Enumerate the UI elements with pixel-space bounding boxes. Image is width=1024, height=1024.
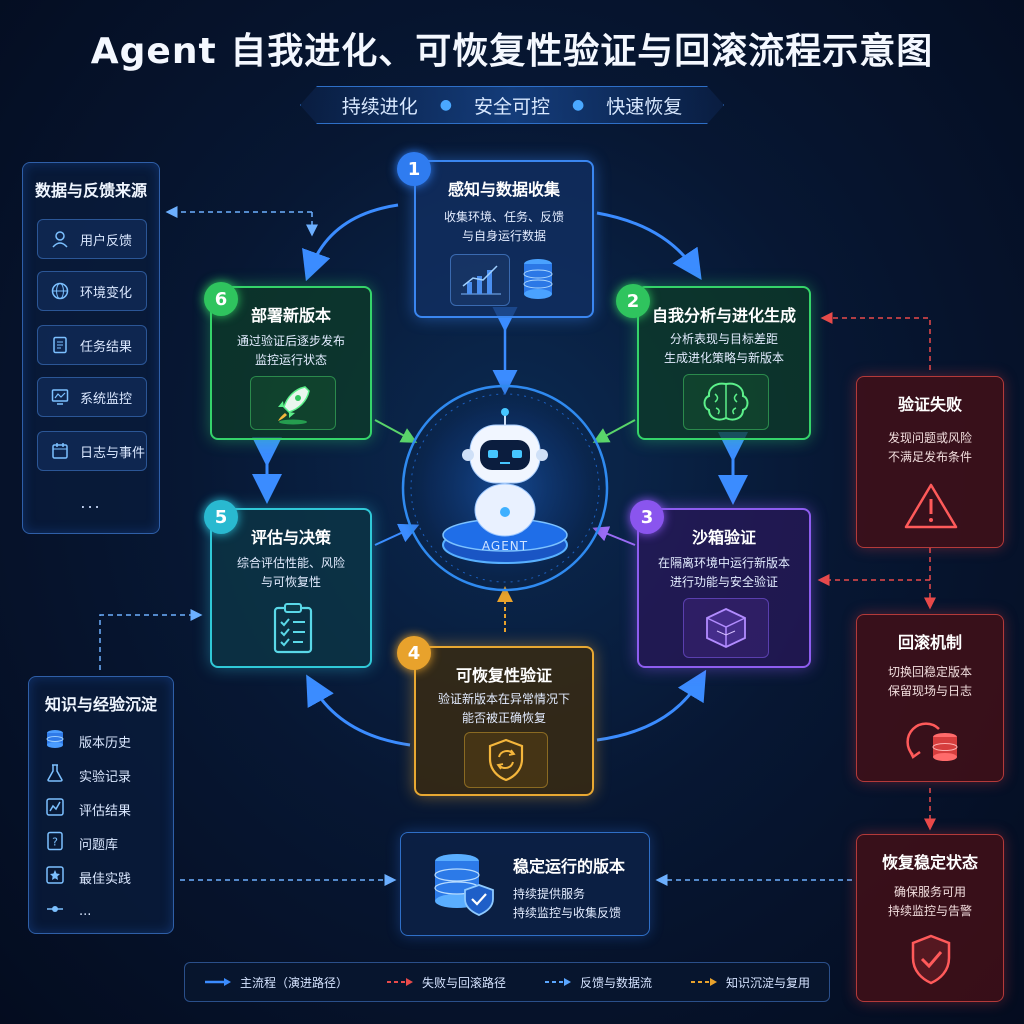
rollback-desc: 切换回稳定版本 保留现场与日志 — [887, 665, 972, 698]
step-1-box: 感知与数据收集 收集环境、任务、反馈 与自身运行数据 — [414, 160, 594, 318]
subtitle-item: 持续进化 — [341, 95, 418, 118]
failure-title: 验证失败 — [897, 395, 962, 414]
legend-item-rollback: 失败与回滚路径 — [386, 974, 506, 991]
knowledge-item-eval-results: 评估结果 — [45, 795, 131, 823]
source-item-logs-events: 日志与事件 — [37, 431, 147, 471]
shield-refresh-icon — [464, 732, 548, 788]
knowledge-panel: 知识与经验沉淀 版本历史 实验记录 评估结果 ? 问题库 最佳实践 ... — [28, 676, 174, 934]
svg-text:?: ? — [52, 836, 58, 849]
step-desc: 综合评估性能、风险 与可恢复性 — [236, 556, 345, 589]
user-icon — [50, 229, 70, 249]
knowledge-item-best-practice: 最佳实践 — [45, 863, 131, 891]
source-item-system-monitor: 系统监控 — [37, 377, 147, 417]
legend-item-main-flow: 主流程（演进路径） — [204, 974, 348, 991]
step-title: 可恢复性验证 — [455, 666, 552, 685]
step-4-badge: 4 — [397, 636, 431, 670]
separator-dot: ● — [572, 97, 585, 113]
globe-icon — [50, 281, 70, 301]
chart-icon — [45, 797, 65, 821]
knowledge-panel-title: 知识与经验沉淀 — [44, 695, 157, 714]
toggle-icon — [45, 899, 65, 923]
sandbox-cube-icon — [683, 598, 769, 658]
legend-item-feedback: 反馈与数据流 — [544, 974, 652, 991]
legend-arrow-icon — [690, 978, 717, 986]
source-item-user-feedback: 用户反馈 — [37, 219, 147, 259]
source-item-task-result: 任务结果 — [37, 325, 147, 365]
legend-arrow-icon — [544, 978, 571, 986]
subtitle-item: 安全可控 — [473, 95, 550, 118]
step-desc: 验证新版本在异常情况下 能否被正确恢复 — [437, 692, 570, 725]
sources-more: ... — [80, 493, 102, 512]
subtitle-bar: 持续进化 ● 安全可控 ● 快速恢复 — [300, 86, 724, 124]
brain-icon — [683, 374, 769, 430]
step-title: 自我分析与进化生成 — [651, 306, 796, 325]
shield-check-icon — [909, 933, 953, 991]
step-1-badge: 1 — [397, 152, 431, 186]
monitor-icon — [50, 387, 70, 407]
document-icon — [50, 335, 70, 355]
step-title: 沙箱验证 — [691, 528, 756, 547]
question-icon: ? — [45, 831, 65, 855]
step-4-box: 可恢复性验证 验证新版本在异常情况下 能否被正确恢复 — [414, 646, 594, 796]
clipboard-icon — [270, 602, 316, 660]
step-title: 评估与决策 — [250, 528, 331, 547]
calendar-icon — [50, 441, 70, 461]
knowledge-item-experiment-log: 实验记录 — [45, 761, 131, 789]
step-2-badge: 2 — [616, 284, 650, 318]
step-title: 感知与数据收集 — [447, 180, 560, 199]
rollback-database-icon — [901, 715, 965, 773]
separator-dot: ● — [439, 97, 452, 113]
flask-icon — [45, 763, 65, 787]
subtitle-item: 快速恢复 — [606, 95, 683, 118]
database-shield-icon — [431, 851, 497, 921]
stable-version-box: 稳定运行的版本 持续提供服务 持续监控与收集反馈 — [400, 832, 650, 936]
failure-desc: 发现问题或风险 不满足发布条件 — [887, 431, 972, 464]
step-2-box: 自我分析与进化生成 分析表现与目标差距 生成进化策略与新版本 — [637, 286, 811, 440]
legend: 主流程（演进路径） 失败与回滚路径 反馈与数据流 知识沉淀与复用 — [184, 962, 830, 1002]
step-desc: 收集环境、任务、反馈 与自身运行数据 — [443, 210, 564, 243]
knowledge-item-version-history: 版本历史 — [45, 727, 131, 755]
step-title: 部署新版本 — [250, 306, 331, 325]
step-desc: 通过验证后逐步发布 监控运行状态 — [236, 334, 345, 367]
legend-item-knowledge: 知识沉淀与复用 — [690, 974, 810, 991]
step-desc: 分析表现与目标差距 生成进化策略与新版本 — [663, 332, 784, 365]
stable-desc: 持续提供服务 持续监控与收集反馈 — [513, 887, 622, 920]
warning-icon — [903, 481, 959, 535]
rocket-icon — [250, 376, 336, 430]
database-icon — [45, 729, 65, 753]
step-3-box: 沙箱验证 在隔离环境中运行新版本 进行功能与安全验证 — [637, 508, 811, 668]
stable-title: 稳定运行的版本 — [513, 857, 626, 876]
step-6-box: 部署新版本 通过验证后逐步发布 监控运行状态 — [210, 286, 372, 440]
step-6-badge: 6 — [204, 282, 238, 316]
agent-label: AGENT — [481, 539, 529, 553]
star-icon — [45, 865, 65, 889]
rollback-box: 回滚机制 切换回稳定版本 保留现场与日志 — [856, 614, 1004, 782]
page-title: Agent 自我进化、可恢复性验证与回滚流程示意图 — [90, 31, 934, 72]
step-desc: 在隔离环境中运行新版本 进行功能与安全验证 — [657, 556, 790, 589]
recover-desc: 确保服务可用 持续监控与告警 — [887, 885, 972, 918]
recover-box: 恢复稳定状态 确保服务可用 持续监控与告警 — [856, 834, 1004, 1002]
recover-title: 恢复稳定状态 — [881, 853, 978, 872]
knowledge-item-issue-base: ? 问题库 — [45, 829, 118, 857]
source-item-environment: 环境变化 — [37, 271, 147, 311]
knowledge-more: ... — [45, 897, 91, 925]
step-5-badge: 5 — [204, 500, 238, 534]
database-icon — [520, 258, 556, 306]
failure-box: 验证失败 发现问题或风险 不满足发布条件 — [856, 376, 1004, 548]
step-5-box: 评估与决策 综合评估性能、风险 与可恢复性 — [210, 508, 372, 668]
sources-panel-title: 数据与反馈来源 — [34, 181, 147, 200]
chart-icon — [450, 254, 510, 306]
sources-panel: 数据与反馈来源 用户反馈 环境变化 任务结果 系统监控 日志与事件 ... — [22, 162, 160, 534]
legend-arrow-icon — [204, 978, 231, 986]
rollback-title: 回滚机制 — [897, 633, 962, 652]
legend-arrow-icon — [386, 978, 413, 986]
step-3-badge: 3 — [630, 500, 664, 534]
